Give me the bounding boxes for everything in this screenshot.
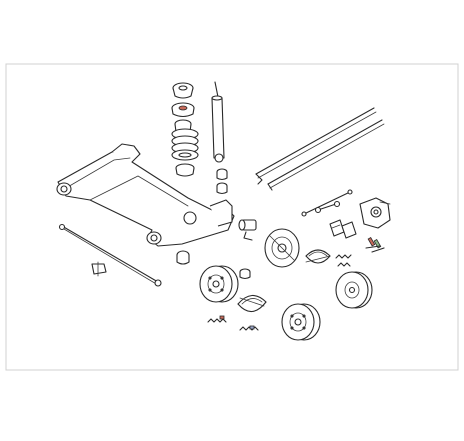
tension-rod[interactable] [58,223,162,287]
return-springs-upper[interactable] [335,254,352,267]
brake-disc-backing-plate[interactable] [264,228,300,268]
brake-line[interactable] [301,189,353,217]
axle-mount-bushing[interactable] [176,250,190,265]
spring-seat[interactable] [175,163,195,177]
wheel-cylinder[interactable] [238,219,257,241]
brake-drum-left[interactable] [199,265,239,303]
brake-disc[interactable] [335,271,373,309]
brake-hose[interactable] [314,200,341,214]
brake-pads[interactable] [329,219,357,239]
brake-shoe-set-lower[interactable] [237,294,267,313]
shock-bushing-set[interactable] [216,168,228,195]
mounting-clamp[interactable] [239,268,251,280]
diagram-frame [5,63,459,371]
brake-caliper[interactable] [359,197,391,229]
brake-shoe-set-upper[interactable] [305,249,331,264]
return-springs-lower[interactable] [207,315,259,331]
strut-bearing[interactable] [171,102,195,118]
parking-brake-cables[interactable] [255,107,385,191]
coil-spring[interactable] [171,128,199,161]
brake-drum-right[interactable] [281,303,321,341]
strut-mount-top[interactable] [172,82,194,99]
subframe-bushing[interactable] [91,261,107,277]
rear-axle-beam[interactable] [56,143,235,247]
shock-absorber[interactable] [211,81,225,163]
caliper-bolts-kit[interactable] [365,236,385,253]
